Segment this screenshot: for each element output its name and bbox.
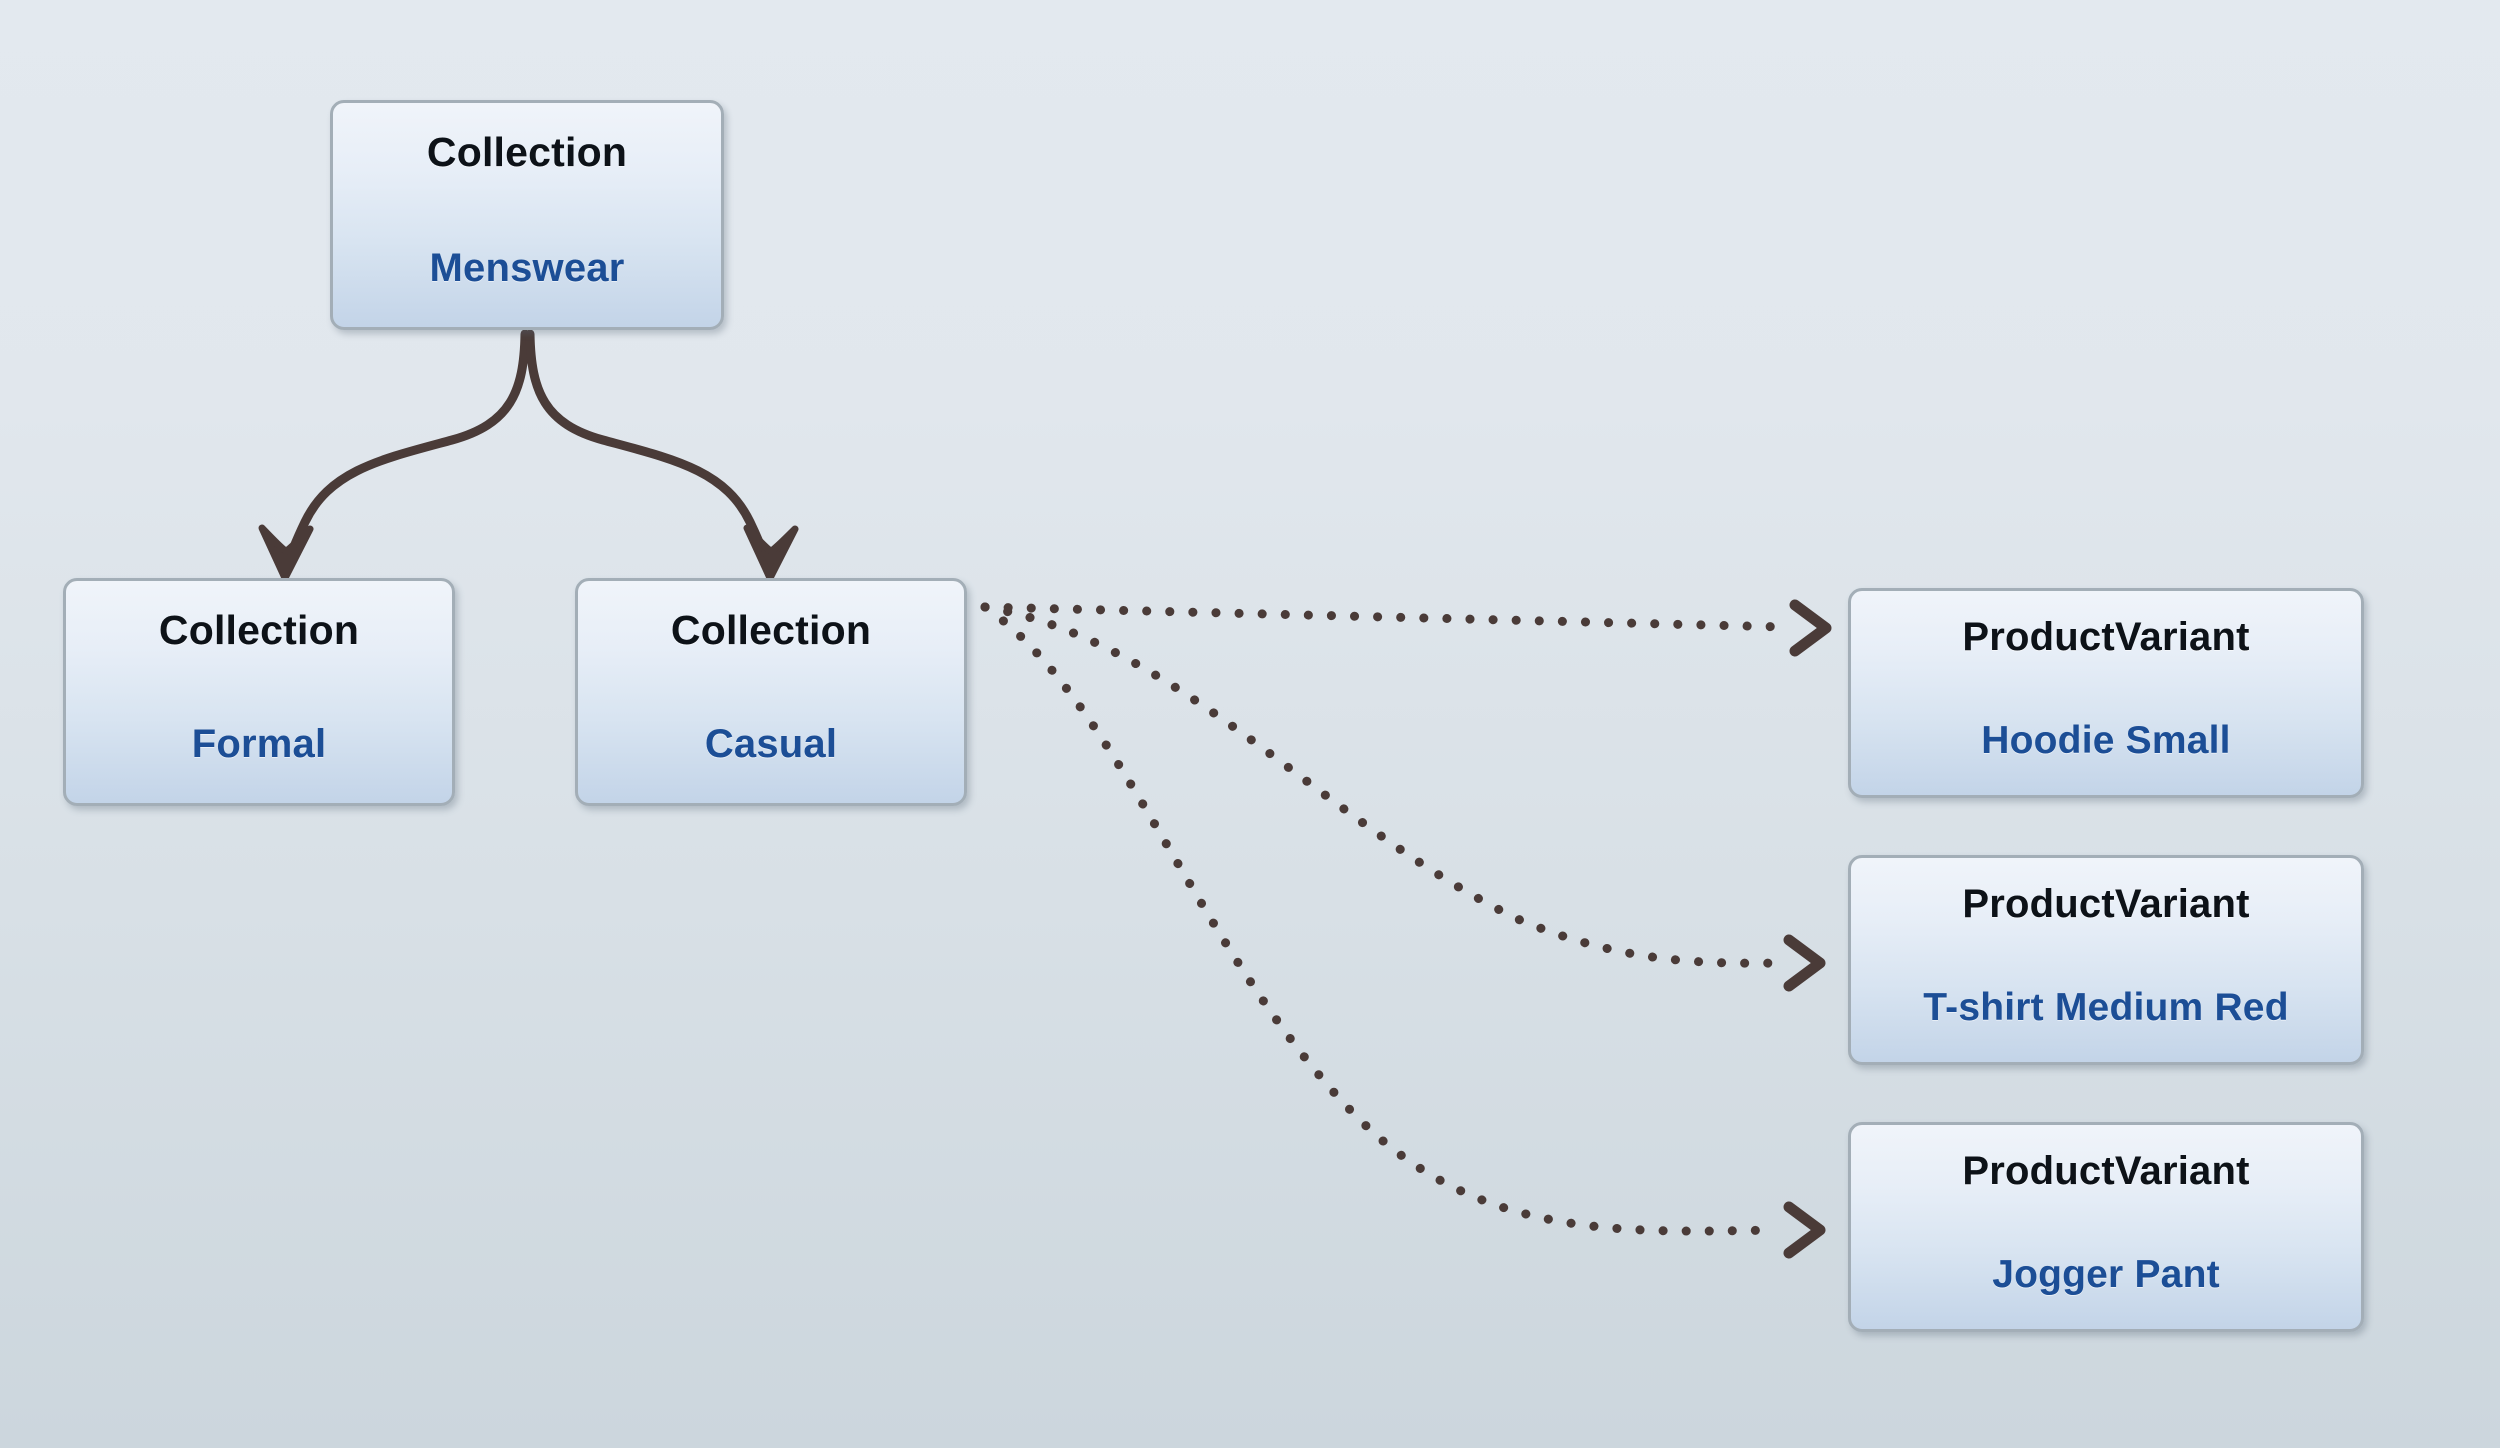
node-type-label: ProductVariant — [1962, 615, 2250, 659]
node-type-label: Collection — [158, 607, 360, 653]
node-type-label: ProductVariant — [1962, 882, 2250, 926]
edge-casual-jogger — [980, 602, 1826, 1259]
edge-casual-tshirt — [980, 602, 1826, 992]
node-type-label: Collection — [426, 129, 628, 175]
node-value-label: Hoodie Small — [1981, 719, 2231, 762]
node-productvariant-tshirt-medium-red[interactable]: ProductVariant T-shirt Medium Red — [1848, 855, 2364, 1065]
edge-casual-hoodie — [980, 599, 1832, 657]
node-type-label: ProductVariant — [1962, 1149, 2250, 1193]
node-value-label: Casual — [704, 722, 838, 766]
edge-menswear-casual — [525, 329, 799, 582]
node-collection-menswear[interactable]: Collection Menswear — [330, 100, 724, 330]
node-productvariant-hoodie-small[interactable]: ProductVariant Hoodie Small — [1848, 588, 2364, 798]
node-value-label: Formal — [191, 722, 327, 766]
node-value-label: T-shirt Medium Red — [1923, 986, 2289, 1029]
node-collection-casual[interactable]: Collection Casual — [575, 578, 967, 806]
node-productvariant-jogger-pant[interactable]: ProductVariant Jogger Pant — [1848, 1122, 2364, 1332]
node-value-label: Menswear — [429, 246, 625, 290]
node-collection-formal[interactable]: Collection Formal — [63, 578, 455, 806]
edge-menswear-formal — [258, 329, 530, 582]
node-value-label: Jogger Pant — [1992, 1253, 2220, 1296]
node-type-label: Collection — [670, 607, 872, 653]
